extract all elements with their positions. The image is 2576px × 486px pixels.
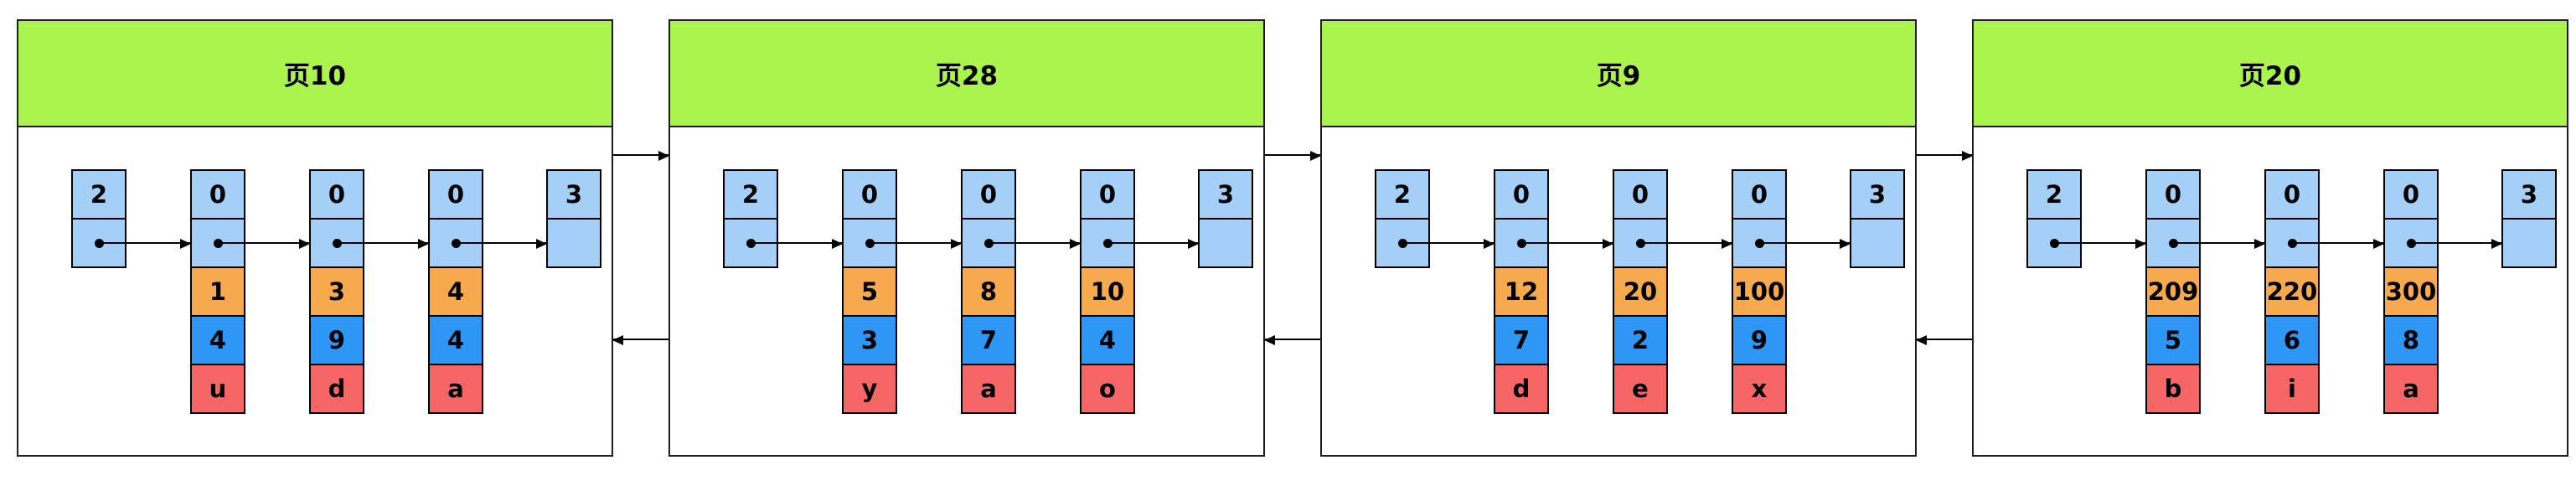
record-col3-cell: a: [2383, 364, 2439, 414]
record-key-cell: 3: [309, 266, 364, 317]
record-col3-cell: y: [842, 364, 897, 414]
record-type-cell: 3: [546, 169, 601, 220]
record-col3-cell: e: [1613, 364, 1668, 414]
next-record-arrow: [99, 239, 191, 249]
record-col2-cell: 3: [842, 315, 897, 365]
page-box: 页9 2 0 12 7 d 0 20 2 e 0: [1320, 19, 1917, 457]
next-record-pointer-cell: [1850, 218, 1905, 268]
record-type-cell: 0: [961, 169, 1016, 220]
next-record-arrow: [2411, 239, 2502, 249]
record-col3-cell: u: [190, 364, 245, 414]
prev-page-arrow: [1264, 335, 1320, 345]
next-record-arrow: [2292, 239, 2384, 249]
record-type-cell: 0: [842, 169, 897, 220]
next-record-arrow: [1521, 239, 1613, 249]
record-col3-cell: x: [1732, 364, 1787, 414]
record-type-cell: 3: [1198, 169, 1253, 220]
page-body: 2 0 209 5 b 0 220 6 i 0 300 8: [1974, 127, 2567, 455]
next-record-arrow: [2173, 239, 2265, 249]
page-header: 页28: [670, 21, 1263, 127]
record-col2-cell: 4: [428, 315, 483, 365]
record-key-cell: 100: [1732, 266, 1787, 317]
next-record-arrow: [1402, 239, 1494, 249]
next-page-arrow: [613, 151, 669, 161]
prev-page-arrow: [612, 335, 669, 345]
next-record-arrow: [337, 239, 429, 249]
record-col2-cell: 5: [2145, 315, 2201, 365]
next-record-pointer-cell: [546, 218, 601, 268]
page-title: 页28: [935, 61, 999, 91]
record-type-cell: 0: [2383, 169, 2439, 220]
next-page-arrow: [1917, 151, 1973, 161]
page-header: 页10: [18, 21, 612, 127]
record-col3-cell: a: [961, 364, 1016, 414]
page-box: 页10 2 0 1 4 u 0 3 9 d 0: [17, 19, 613, 457]
record-type-cell: 0: [1080, 169, 1135, 220]
record-col2-cell: 9: [1732, 315, 1787, 365]
record-type-cell: 0: [428, 169, 483, 220]
record-key-cell: 10: [1080, 266, 1135, 317]
record-col3-cell: i: [2264, 364, 2320, 414]
record-key-cell: 1: [190, 266, 245, 317]
record-type-cell: 2: [2026, 169, 2082, 220]
next-record-pointer-cell: [2501, 218, 2557, 268]
record-type-cell: 2: [1375, 169, 1430, 220]
record-col3-cell: d: [1494, 364, 1549, 414]
page-body: 2 0 5 3 y 0 8 7 a 0 10 4 o: [670, 127, 1263, 455]
record-type-cell: 0: [2264, 169, 2320, 220]
record-type-cell: 0: [1613, 169, 1668, 220]
record-col2-cell: 2: [1613, 315, 1668, 365]
record-key-cell: 4: [428, 266, 483, 317]
record-type-cell: 3: [1850, 169, 1905, 220]
next-record-arrow: [989, 239, 1081, 249]
record-col2-cell: 7: [961, 315, 1016, 365]
page-title: 页9: [1596, 61, 1641, 91]
record-col2-cell: 6: [2264, 315, 2320, 365]
record-col2-cell: 7: [1494, 315, 1549, 365]
next-record-arrow: [218, 239, 310, 249]
page-body: 2 0 1 4 u 0 3 9 d 0 4 4 a: [18, 127, 612, 455]
record-col2-cell: 8: [2383, 315, 2439, 365]
record-col3-cell: b: [2145, 364, 2201, 414]
next-record-arrow: [456, 239, 547, 249]
record-key-cell: 8: [961, 266, 1016, 317]
next-page-arrow: [1265, 151, 1321, 161]
next-record-arrow: [751, 239, 843, 249]
prev-page-arrow: [1916, 335, 1972, 345]
record-type-cell: 2: [723, 169, 778, 220]
next-record-arrow: [2054, 239, 2146, 249]
page-box: 页28 2 0 5 3 y 0 8 7 a 0: [669, 19, 1265, 457]
record-type-cell: 3: [2501, 169, 2557, 220]
record-col2-cell: 9: [309, 315, 364, 365]
record-key-cell: 5: [842, 266, 897, 317]
page-title: 页20: [2238, 61, 2302, 91]
record-type-cell: 0: [1494, 169, 1549, 220]
next-record-arrow: [870, 239, 962, 249]
record-col3-cell: o: [1080, 364, 1135, 414]
record-key-cell: 209: [2145, 266, 2201, 317]
record-type-cell: 0: [1732, 169, 1787, 220]
next-record-arrow: [1759, 239, 1851, 249]
page-header: 页20: [1974, 21, 2567, 127]
record-col3-cell: a: [428, 364, 483, 414]
record-key-cell: 12: [1494, 266, 1549, 317]
record-type-cell: 0: [309, 169, 364, 220]
record-type-cell: 2: [71, 169, 126, 220]
page-body: 2 0 12 7 d 0 20 2 e 0 100 9: [1322, 127, 1915, 455]
page-header: 页9: [1322, 21, 1915, 127]
page-title: 页10: [283, 61, 347, 91]
next-record-arrow: [1640, 239, 1732, 249]
record-key-cell: 20: [1613, 266, 1668, 317]
record-col2-cell: 4: [1080, 315, 1135, 365]
page-box: 页20 2 0 209 5 b 0 220 6 i 0: [1972, 19, 2568, 457]
record-col2-cell: 4: [190, 315, 245, 365]
record-col3-cell: d: [309, 364, 364, 414]
next-record-pointer-cell: [1198, 218, 1253, 268]
next-record-arrow: [1107, 239, 1199, 249]
record-key-cell: 220: [2264, 266, 2320, 317]
record-key-cell: 300: [2383, 266, 2439, 317]
record-type-cell: 0: [190, 169, 245, 220]
record-type-cell: 0: [2145, 169, 2201, 220]
